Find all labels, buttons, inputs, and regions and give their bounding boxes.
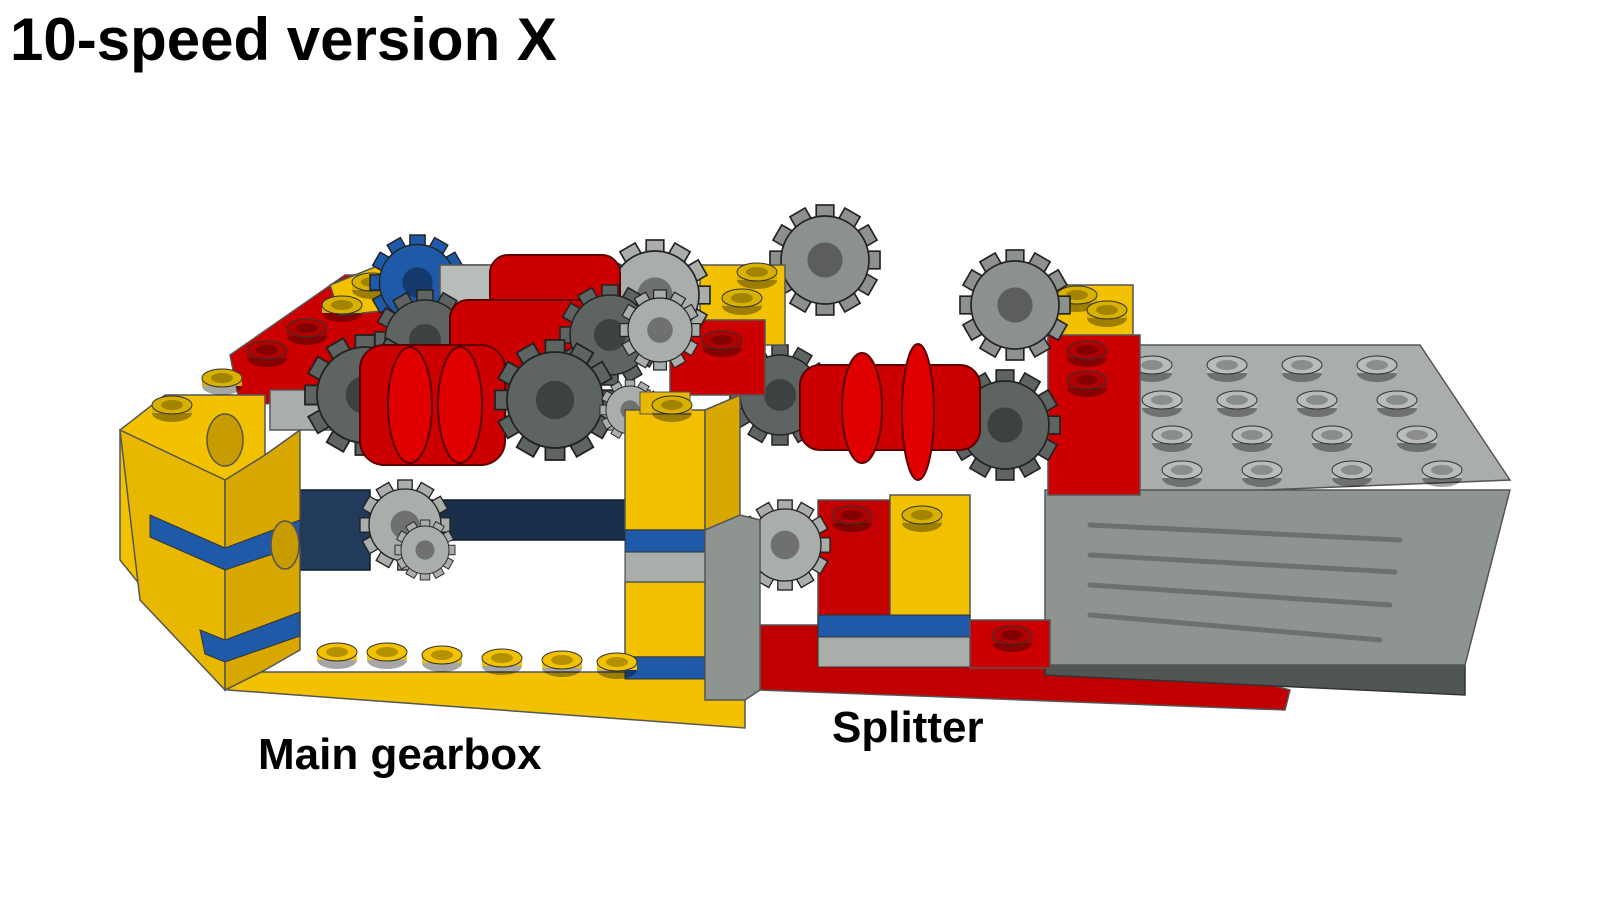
splitter-gray-stripe xyxy=(817,636,971,668)
splitter-blue-stripe xyxy=(817,614,971,638)
page-title: 10-speed version X xyxy=(10,6,557,73)
main-left-tower xyxy=(119,368,301,692)
motor-grooves xyxy=(1087,522,1403,643)
splitter-label: Splitter xyxy=(832,703,984,752)
splitter-bricks xyxy=(817,284,1141,669)
main-right-tower xyxy=(624,391,761,701)
yellow-base-plate xyxy=(218,671,746,729)
main-gear-stack xyxy=(269,234,711,466)
motor-side xyxy=(1044,489,1511,666)
splitter-shaft xyxy=(799,343,981,481)
motor-block xyxy=(1044,344,1512,666)
main-gearbox-label: Main gearbox xyxy=(258,730,542,779)
main-lower-shaft xyxy=(299,479,641,581)
splitter-large-gear-back xyxy=(769,204,881,316)
